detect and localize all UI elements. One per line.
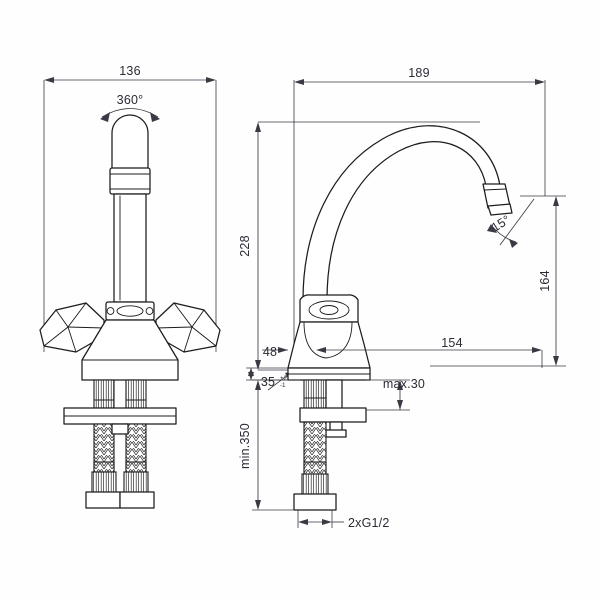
dimension-body-offset — [262, 347, 288, 353]
side-shank — [303, 379, 343, 411]
front-swivel-cap — [105, 301, 155, 321]
label-connection-thread: 2xG1/2 — [348, 516, 390, 530]
front-hose-sleeves — [91, 471, 149, 495]
dimension-front-width — [43, 77, 217, 352]
front-spout-column — [109, 114, 151, 303]
side-deck-plate — [287, 367, 371, 381]
side-view — [246, 79, 566, 528]
dimension-labels: 136 360° 189 228 164 154 48 35 +2 -1 15°… — [117, 64, 552, 530]
label-hose-length: min.350 — [238, 423, 252, 469]
dimension-spout-reach — [316, 347, 543, 368]
rotation-indicator — [100, 108, 160, 122]
front-shanks — [93, 379, 147, 409]
side-connection-nut — [293, 493, 337, 511]
side-fixing-plate — [299, 407, 367, 438]
label-overall-height: 228 — [238, 235, 252, 256]
dimension-hose-length — [252, 379, 300, 511]
dimension-thread — [297, 510, 344, 528]
label-rotation: 360° — [117, 93, 144, 107]
front-view — [39, 77, 221, 509]
label-overall-length: 189 — [408, 66, 429, 80]
label-spout-reach: 154 — [441, 336, 462, 350]
front-mounting-plate — [63, 407, 177, 425]
label-spout-height: 164 — [538, 270, 552, 291]
side-spout — [302, 125, 501, 301]
dimension-aerator-angle — [487, 198, 535, 248]
label-base-tolerance-upper: +2 — [280, 375, 288, 382]
front-connection-nuts — [85, 491, 155, 509]
side-body-cap — [299, 294, 359, 323]
label-body-offset: 48 — [263, 345, 277, 359]
front-right-handle — [155, 302, 221, 353]
front-upper-hoses — [93, 423, 147, 473]
label-base-height: 35 — [261, 375, 275, 389]
side-body — [287, 321, 371, 369]
dimension-deck-thickness — [366, 379, 410, 411]
side-aerator — [482, 183, 513, 216]
dimension-overall-height — [255, 121, 480, 371]
front-body — [81, 319, 179, 381]
label-front-width: 136 — [119, 64, 140, 78]
dimension-overall-length — [293, 79, 546, 370]
dimension-spout-height — [430, 195, 566, 367]
label-base-tolerance-lower: -1 — [280, 382, 286, 389]
label-deck-thickness: max.30 — [383, 377, 425, 391]
